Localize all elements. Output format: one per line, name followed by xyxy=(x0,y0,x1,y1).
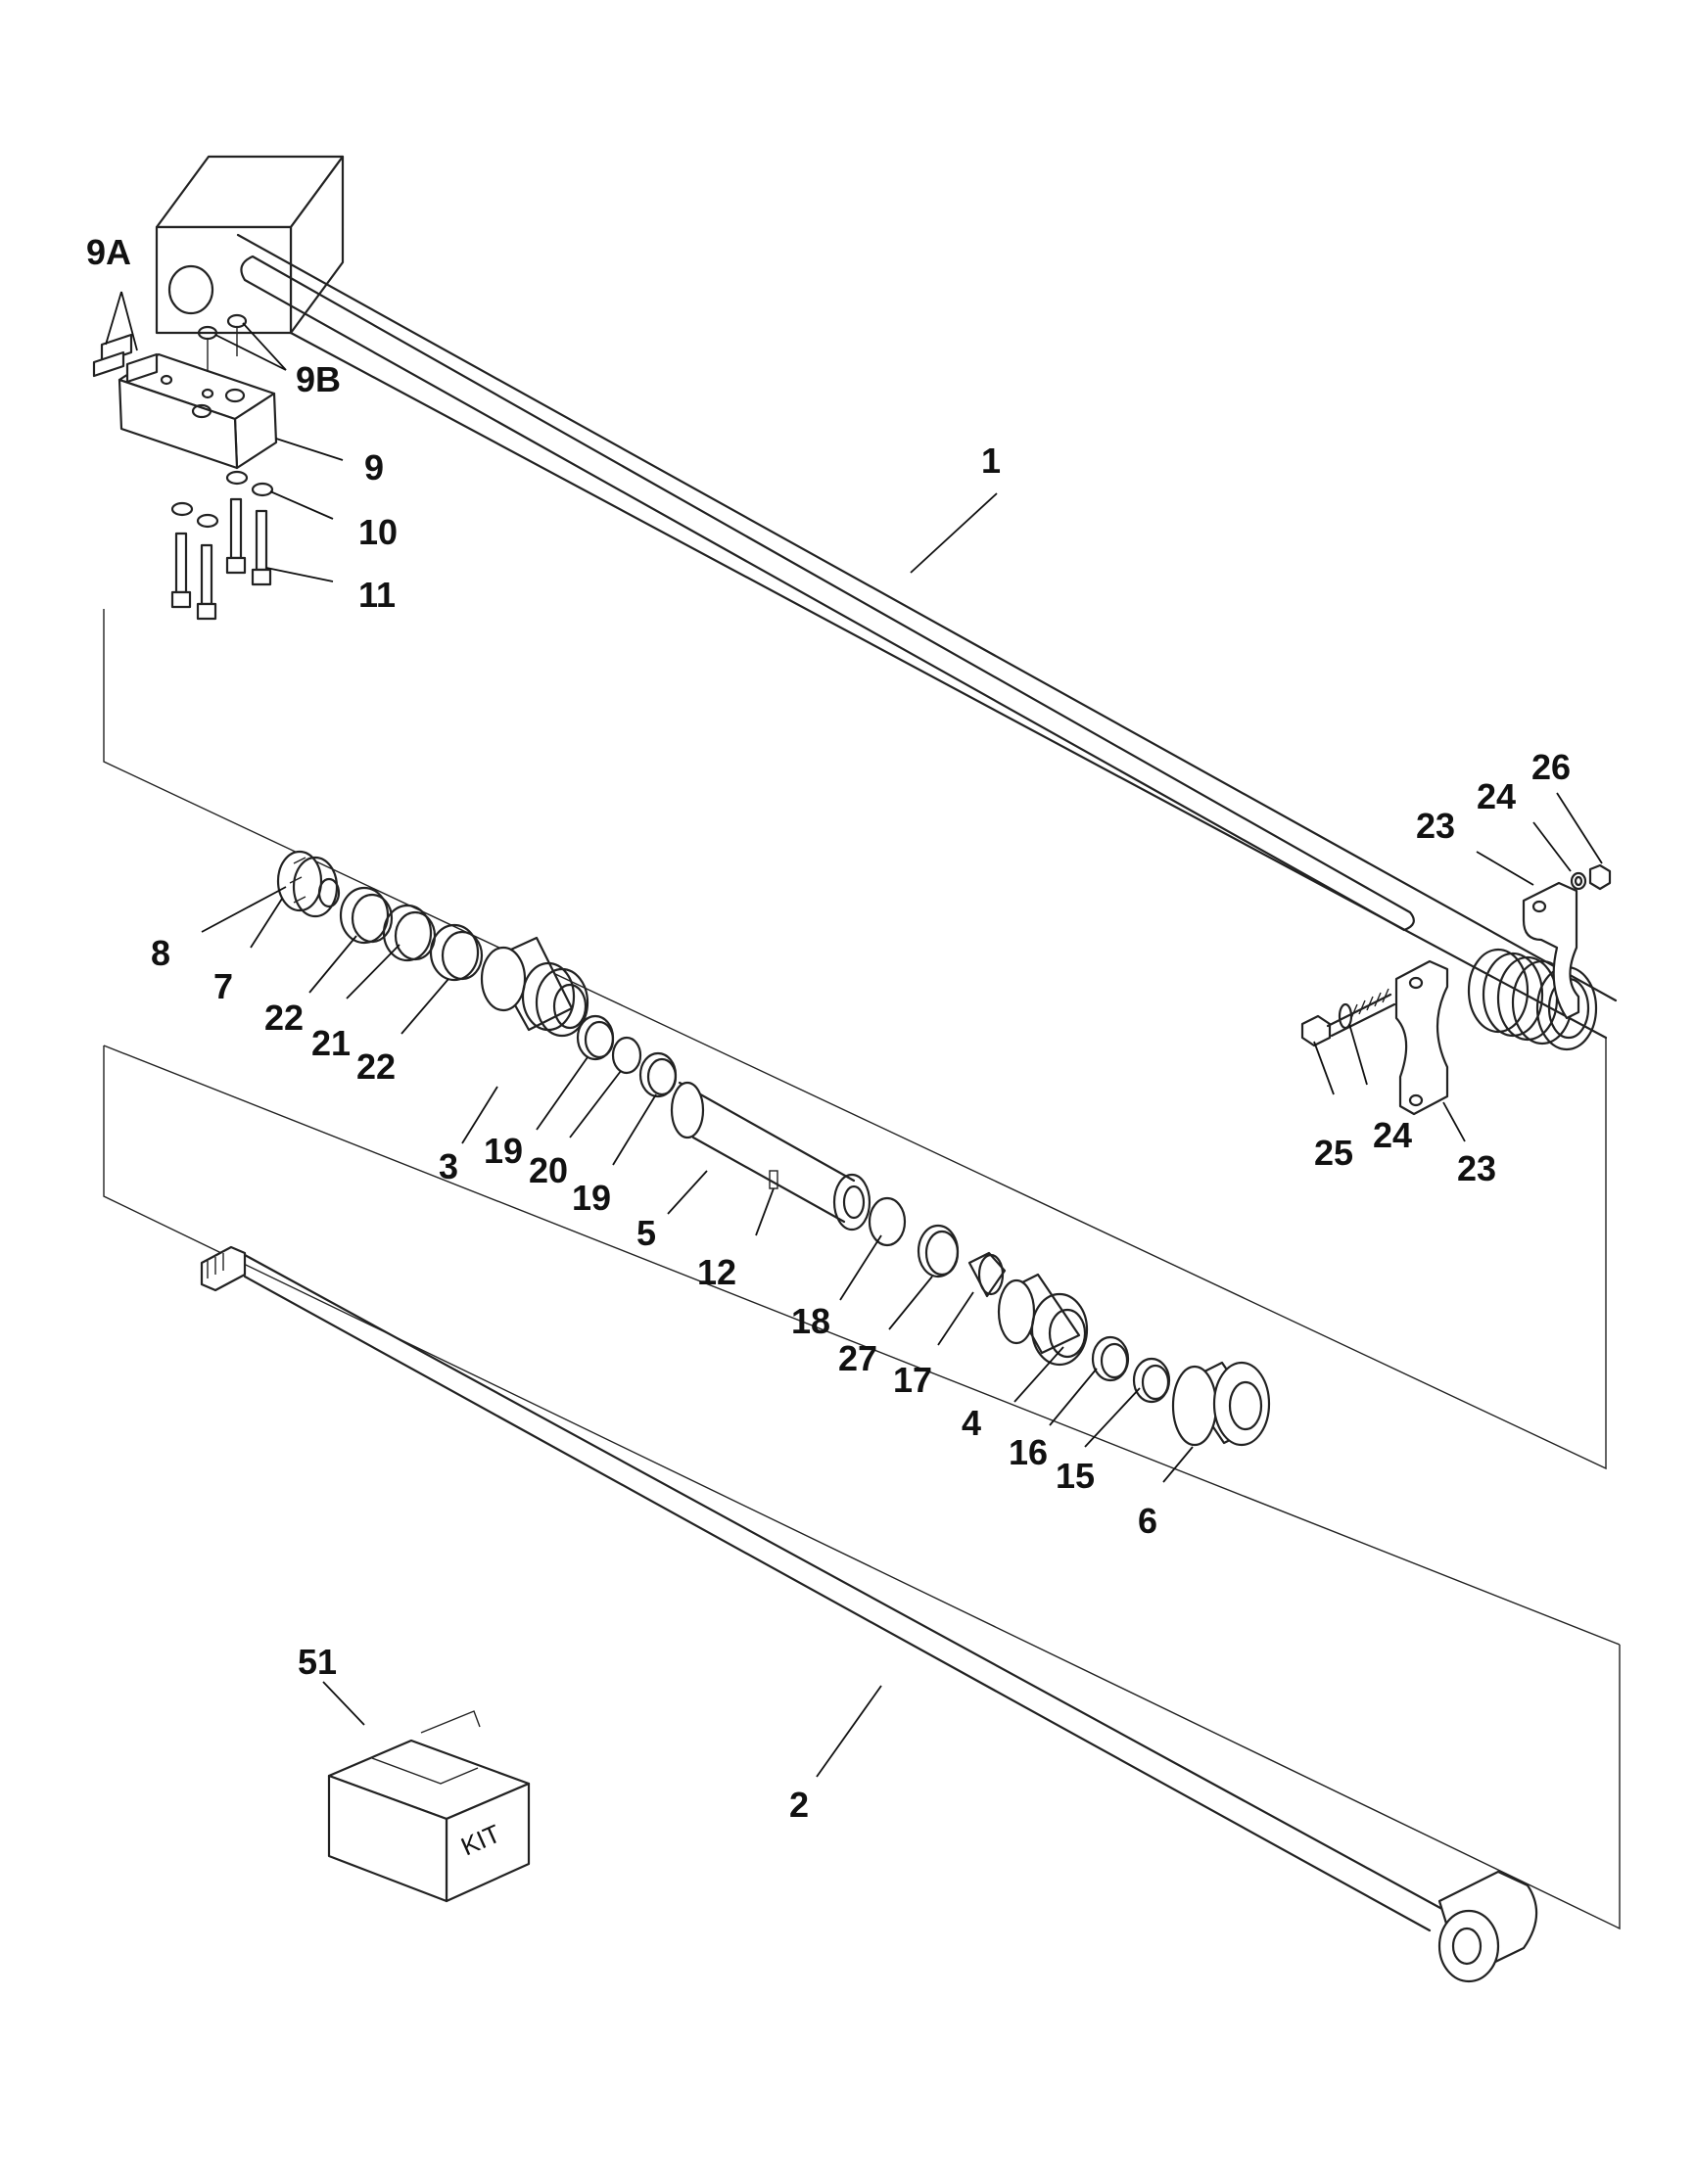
callout-2: 2 xyxy=(789,1785,809,1825)
piston-seals xyxy=(576,1014,678,1098)
callout-6: 6 xyxy=(1138,1501,1157,1541)
callout-3: 3 xyxy=(439,1146,458,1186)
callout-9: 9 xyxy=(364,447,384,488)
rod-panel-outline xyxy=(103,1046,1621,1930)
kit-box: KIT xyxy=(327,1710,531,1903)
clamp-bolt xyxy=(1300,988,1396,1047)
callout-17: 17 xyxy=(893,1360,932,1400)
mounting-washers xyxy=(170,470,274,529)
callout-20: 20 xyxy=(529,1150,568,1190)
callout-9a: 9A xyxy=(86,232,131,272)
callout-7: 7 xyxy=(213,966,233,1006)
callout-27: 27 xyxy=(838,1338,877,1378)
callout-24b: 24 xyxy=(1373,1115,1412,1155)
callout-16: 16 xyxy=(1009,1432,1048,1472)
callout-51: 51 xyxy=(298,1642,337,1682)
stop-collar xyxy=(1171,1361,1271,1447)
gland xyxy=(997,1273,1089,1367)
spacer-tube xyxy=(670,1081,871,1231)
callout-8: 8 xyxy=(151,933,170,973)
callout-9b: 9B xyxy=(296,359,341,399)
callout-5: 5 xyxy=(636,1213,656,1253)
callouts: 1 2 3 4 5 6 7 8 9 9A 9B 10 11 12 15 16 1… xyxy=(86,232,1571,1825)
callout-25: 25 xyxy=(1314,1133,1353,1173)
callout-21: 21 xyxy=(311,1023,351,1063)
callout-12: 12 xyxy=(697,1252,736,1292)
callout-4: 4 xyxy=(962,1403,981,1443)
clamp-assembly xyxy=(1300,863,1612,1116)
cylinder-barrel xyxy=(155,155,1618,1040)
callout-10: 10 xyxy=(358,512,398,552)
callout-22b: 22 xyxy=(356,1046,396,1087)
gland-seals xyxy=(868,1196,1007,1298)
callout-19a: 19 xyxy=(484,1131,523,1171)
callout-15: 15 xyxy=(1056,1456,1095,1496)
gland-wipers xyxy=(1091,1335,1171,1404)
piston-rod xyxy=(200,1245,1538,1983)
callout-26: 26 xyxy=(1531,747,1571,787)
callout-19b: 19 xyxy=(572,1178,611,1218)
valve-block xyxy=(92,313,278,470)
piston-nut xyxy=(276,850,341,918)
callout-23b: 23 xyxy=(1457,1148,1496,1188)
callout-18: 18 xyxy=(791,1301,830,1341)
callout-22a: 22 xyxy=(264,998,304,1038)
parts-panel-outline xyxy=(103,609,1607,1470)
callout-23a: 23 xyxy=(1416,806,1455,846)
callout-1: 1 xyxy=(981,441,1001,481)
piston xyxy=(480,936,589,1038)
callout-11: 11 xyxy=(358,575,396,615)
seal-rings xyxy=(339,886,484,982)
callout-24a: 24 xyxy=(1477,776,1516,816)
leader-lines xyxy=(105,291,1603,1778)
mounting-bolts xyxy=(170,497,272,621)
